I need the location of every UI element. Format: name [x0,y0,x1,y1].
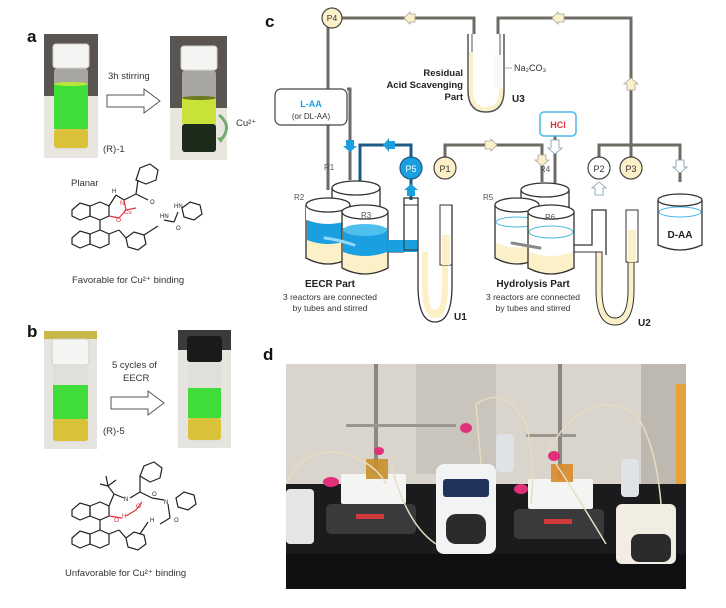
flow-arrow-left-icon [551,11,565,25]
flow-arrow-down-icon [533,154,551,167]
feed-box-label: L-AA [300,99,322,109]
hcl-label: HCl [550,120,566,130]
hydrolysis-desc-1: 3 reactors are connected [486,292,580,302]
hydrolysis-title: Hydrolysis Part [496,279,570,290]
cu-label-a: Cu²⁺ [236,118,257,129]
svg-text:O: O [116,217,121,224]
pump-p4: P4 [321,7,343,29]
flow-arrow-down-icon [546,139,564,155]
svg-text:H: H [150,518,154,524]
caption-b: Unfavorable for Cu²⁺ binding [65,568,187,579]
flow-arrow-left-blue-icon [383,138,395,152]
eecr-reactors: R1 R2 R3 [294,163,389,275]
process-arrow-a [106,88,161,114]
eecr-desc-2: by tubes and stirred [293,303,368,313]
caption-a: Favorable for Cu²⁺ binding [72,275,185,286]
conformation-label-planar: Planar [71,178,99,189]
process-arrow-b [110,390,165,416]
eecr-title: EECR Part [305,279,356,290]
svg-text:R6: R6 [545,213,556,222]
u-tube-u2 [574,251,635,326]
svg-text:P5: P5 [405,164,416,174]
arrow-label-cycles-1: 5 cycles of [112,360,157,371]
pump-p3: P3 [619,156,643,180]
svg-text:N: N [164,500,168,506]
flow-arrow-down-blue-icon [343,140,357,152]
u1-label: U1 [454,312,467,323]
d-aa-beaker: D-AA [657,193,703,251]
panel-d-letter: d [263,345,274,364]
svg-text:O: O [114,517,119,524]
svg-text:P3: P3 [625,164,636,174]
scavenging-title-1: Residual [423,68,463,79]
svg-text:R1: R1 [324,163,335,172]
u-tube-u1 [422,252,448,318]
vial-photo-r5-after [178,330,231,448]
svg-text:O: O [150,200,155,206]
tube-p4-to-u3 [336,16,476,34]
svg-text:HN: HN [174,204,183,210]
hcl-box [539,111,577,137]
svg-text:R2: R2 [294,193,305,202]
svg-text:P4: P4 [327,13,338,23]
flow-arrow-up-icon [622,77,640,91]
panel-b-letter: b [27,322,38,341]
svg-text:H: H [112,189,116,195]
na2co3-label: Na₂CO₃ [514,63,546,73]
pump-p5: P5 [399,156,423,180]
flow-arrow-up-icon [590,181,608,196]
pump-p2: P2 [587,156,611,180]
svg-text:HN: HN [160,214,169,220]
svg-text:N: N [124,497,128,503]
vial-photo-r5-before [44,331,97,449]
chemical-structure-a: H N O Cu O HN HN O [71,163,203,251]
feed-box [274,88,348,126]
compound-label-r1: (R)-1 [103,144,125,155]
flow-arrow-down-icon [671,159,689,174]
compound-label-r5: (R)-5 [103,426,125,437]
svg-text:O: O [152,492,157,498]
svg-text:O: O [176,226,181,232]
svg-text:R5: R5 [483,193,494,202]
svg-text:O: O [174,518,179,524]
eecr-desc-1: 3 reactors are connected [283,292,377,302]
svg-text:O: O [136,503,141,510]
flow-arrow-left-icon [403,11,416,25]
svg-text:P1: P1 [439,164,450,174]
chemical-structure-b: N O H O O N O H [71,461,197,551]
hydrolysis-desc-2: by tubes and stirred [496,303,571,313]
scavenging-title-2: Acid Scavenging [386,80,463,91]
u2-label: U2 [638,318,651,329]
flow-diagram: L-AA (or DL-AA) HCl Na₂CO₃ U3 Residual A… [274,7,703,329]
vial-photo-r1-after [170,36,227,160]
u3-label: U3 [512,94,525,105]
vial-photo-r1-before [44,34,98,158]
hydrolysis-reactors: R4 R5 R6 [483,165,575,275]
arrow-label-cycles-2: EECR [123,373,150,384]
svg-text:R4: R4 [540,165,551,174]
cu-transfer-arrow-icon [217,113,228,143]
u-tube-u3 [467,34,505,113]
scavenging-title-3: Part [445,92,464,103]
feed-box-sublabel: (or DL-AA) [292,112,331,121]
svg-text:P2: P2 [593,164,604,174]
panel-c-letter: c [265,12,275,31]
tube-u3-to-p3 [496,16,633,160]
svg-text:H: H [122,514,126,520]
arrow-label-stirring: 3h stirring [108,71,150,82]
svg-text:R3: R3 [361,211,372,220]
flow-arrow-right-icon [484,138,498,152]
svg-text:N: N [120,200,125,207]
pump-p1: P1 [433,156,457,180]
lab-setup-photo [285,364,686,589]
panel-a-letter: a [27,27,37,46]
flow-arrow-up-blue-icon [404,184,418,196]
svg-text:Cu: Cu [124,210,132,216]
svg-text:D-AA: D-AA [668,230,693,241]
tube-p1-to-r4 [443,143,544,182]
